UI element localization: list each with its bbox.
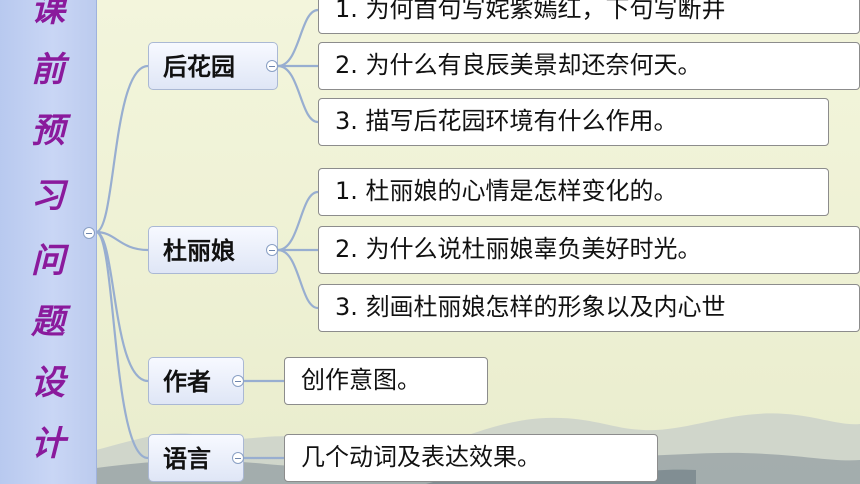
connector-dulining-1: [277, 190, 319, 252]
leaf-houhuayuan-3[interactable]: 3. 描写后花园环境有什么作用。: [318, 98, 829, 146]
branch-dulining[interactable]: 杜丽娘: [148, 226, 278, 274]
side-title-band: 课 前 预 习 问 题 设 计: [0, 0, 97, 484]
side-title-char: 题: [31, 302, 65, 342]
connector-root-dulining: [95, 230, 149, 252]
collapse-toggle-icon[interactable]: [83, 227, 95, 239]
leaf-houhuayuan-2[interactable]: 2. 为什么有良辰美景却还奈何天。: [318, 42, 860, 90]
connector-root-houhuayuan: [95, 64, 149, 234]
side-title-char: 计: [31, 424, 65, 464]
leaf-yuyan-1[interactable]: 几个动词及表达效果。: [284, 434, 658, 482]
collapse-toggle-icon[interactable]: [266, 244, 278, 256]
leaf-dulining-1[interactable]: 1. 杜丽娘的心情是怎样变化的。: [318, 168, 829, 216]
side-title-char: 设: [31, 363, 65, 403]
collapse-toggle-icon[interactable]: [232, 375, 244, 387]
branch-zuozhe[interactable]: 作者: [148, 357, 244, 405]
connector-houhuayuan-1: [277, 8, 319, 68]
connector-houhuayuan-3: [277, 64, 319, 124]
branch-houhuayuan[interactable]: 后花园: [148, 42, 278, 90]
collapse-toggle-icon[interactable]: [266, 60, 278, 72]
branch-yuyan[interactable]: 语言: [148, 434, 244, 482]
side-title-char: 前: [31, 50, 65, 90]
leaf-zuozhe-1[interactable]: 创作意图。: [284, 357, 488, 405]
collapse-toggle-icon[interactable]: [232, 452, 244, 464]
leaf-houhuayuan-1[interactable]: 1. 为何首句写姹紫嫣红，下句写断井: [318, 0, 860, 34]
side-title-char: 习: [31, 176, 65, 216]
connector-root-zuozhe: [95, 230, 149, 383]
leaf-dulining-2[interactable]: 2. 为什么说杜丽娘辜负美好时光。: [318, 226, 860, 274]
connector-root-yuyan: [95, 230, 149, 460]
side-title-char: 课: [31, 0, 65, 30]
connector-dulining-3: [277, 248, 319, 310]
leaf-dulining-3[interactable]: 3. 刻画杜丽娘怎样的形象以及内心世: [318, 284, 860, 332]
side-title-char: 预: [31, 111, 65, 151]
side-title-char: 问: [31, 241, 65, 281]
